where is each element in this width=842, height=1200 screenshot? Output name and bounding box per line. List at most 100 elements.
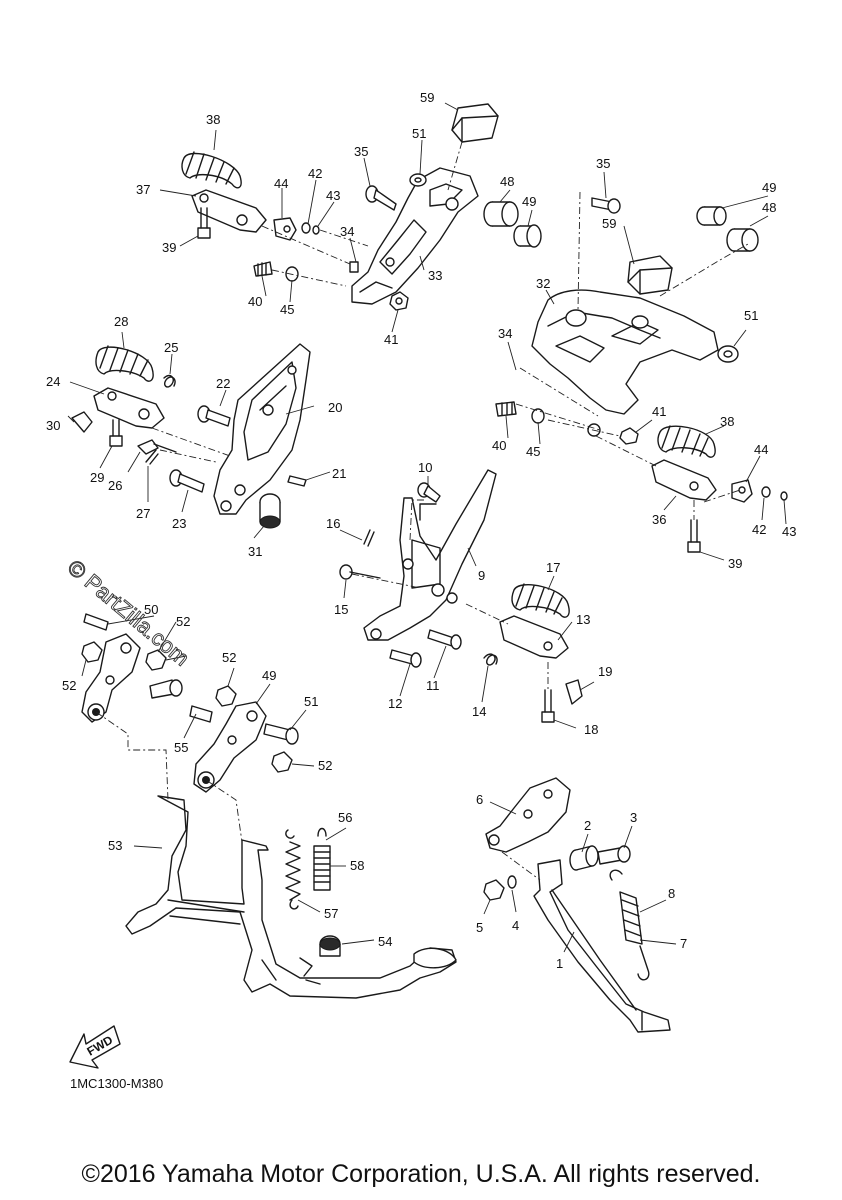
callout-36: 36 — [652, 512, 666, 527]
bolt-29 — [109, 419, 123, 447]
callout-9: 9 — [478, 568, 485, 583]
callout-40-left: 40 — [248, 294, 262, 309]
washer-4 — [507, 875, 517, 889]
bolt-39-right — [687, 519, 701, 553]
callout-49-label: 49 — [262, 668, 276, 683]
side-stand-1 — [533, 859, 671, 1033]
bolt-30 — [71, 411, 93, 433]
callout-45-left: 45 — [280, 302, 294, 317]
rubber-block-59-right — [627, 255, 673, 295]
damper-54 — [319, 935, 341, 957]
footpeg-bracket-37-left — [191, 189, 267, 233]
callout-33: 33 — [428, 268, 442, 283]
bolt-18 — [541, 689, 555, 723]
bolt-22 — [197, 405, 231, 427]
callout-31: 31 — [248, 544, 262, 559]
fwd-arrow-icon: FWD — [69, 1025, 121, 1069]
callout-34-right: 34 — [498, 326, 512, 341]
callout-11: 11 — [426, 678, 440, 693]
bolt-23 — [169, 469, 205, 493]
callout-13: 13 — [576, 612, 590, 627]
callout-35-left: 35 — [354, 144, 368, 159]
callout-30: 30 — [46, 418, 60, 433]
callout-2: 2 — [584, 818, 591, 833]
callout-43-right: 43 — [782, 524, 796, 539]
callout-54: 54 — [378, 934, 392, 949]
nut-5 — [483, 879, 505, 901]
callout-39-left: 39 — [162, 240, 176, 255]
callout-34-left: 34 — [340, 224, 354, 239]
bolt-35-left — [365, 185, 397, 211]
callout-16: 16 — [326, 516, 340, 531]
bolt-39-left — [197, 207, 211, 239]
callout-41-left: 41 — [384, 332, 398, 347]
plate-44-left — [273, 217, 297, 241]
callout-48-left: 51 — [412, 126, 426, 141]
callout-40-right: 40 — [492, 438, 506, 453]
bolts-55 — [149, 679, 213, 723]
callout-4: 4 — [512, 918, 519, 933]
washer-48-right — [717, 345, 739, 363]
callout-22: 22 — [216, 376, 230, 391]
rubber-block-59-left — [451, 103, 499, 143]
callout-47-right: 49 — [762, 180, 776, 195]
callout-44-right: 44 — [754, 442, 768, 457]
collar-2 — [569, 845, 599, 871]
callout-57: 57 — [324, 906, 338, 921]
copyright-notice: ©2016 Yamaha Motor Corporation, U.S.A. A… — [81, 1160, 761, 1188]
callout-58: 58 — [350, 858, 364, 873]
callout-5: 5 — [476, 920, 483, 935]
pin-21 — [287, 475, 307, 487]
plate-44-right — [731, 479, 753, 503]
footpeg-bracket-13-right — [499, 615, 569, 659]
rear-footpeg-38-left — [181, 151, 242, 189]
assembly-lines — [95, 141, 749, 881]
right-footrest-bracket-9 — [363, 469, 497, 641]
callout-17: 17 — [546, 560, 560, 575]
footpeg-17-right — [511, 583, 570, 618]
callout-52-a: 52 — [176, 614, 190, 629]
callout-24: 24 — [46, 374, 60, 389]
callout-59-left: 59 — [420, 90, 434, 105]
callout-42-right: 42 — [752, 522, 766, 537]
bolt-3 — [597, 845, 631, 865]
callout-38-right: 38 — [720, 414, 734, 429]
bolt-11 — [427, 629, 462, 650]
center-stand-53 — [125, 795, 457, 999]
callout-55: 55 — [174, 740, 188, 755]
callout-43-left: 43 — [326, 188, 340, 203]
spring-14 — [483, 653, 498, 666]
callout-3: 3 — [630, 810, 637, 825]
callout-56: 56 — [338, 810, 352, 825]
washer-42-43-right — [761, 486, 788, 501]
spring-7-8 — [609, 869, 650, 981]
side-stand-bracket-6 — [485, 777, 571, 853]
callout-59-right: 59 — [602, 216, 616, 231]
bolt-35-right — [591, 197, 621, 214]
bushing-47-right — [696, 206, 727, 226]
callout-48-right: 51 — [744, 308, 758, 323]
callout-53: 53 — [108, 838, 122, 853]
callout-8: 8 — [668, 886, 675, 901]
callout-50: 50 — [144, 602, 158, 617]
callout-35-right: 35 — [596, 156, 610, 171]
footpeg-bracket-36-right — [651, 459, 717, 501]
cotter-pin-27 — [145, 449, 159, 465]
callout-27: 27 — [136, 506, 150, 521]
bolt-12 — [389, 649, 422, 668]
stand-bracket-49 — [193, 701, 267, 793]
washer-48-left — [409, 173, 427, 187]
callout-14: 14 — [472, 704, 486, 719]
callout-10: 10 — [418, 460, 432, 475]
callout-12: 12 — [388, 696, 402, 711]
callout-1: 1 — [556, 956, 563, 971]
callout-52-c: 52 — [222, 650, 236, 665]
callout-23: 23 — [172, 516, 186, 531]
callout-20: 20 — [328, 400, 342, 415]
pin-34-left — [349, 261, 359, 273]
callout-46-left: 48 — [500, 174, 514, 189]
footpeg-bracket-24-left — [93, 387, 165, 429]
callout-52-d: 52 — [318, 758, 332, 773]
callout-51-label: 51 — [304, 694, 318, 709]
